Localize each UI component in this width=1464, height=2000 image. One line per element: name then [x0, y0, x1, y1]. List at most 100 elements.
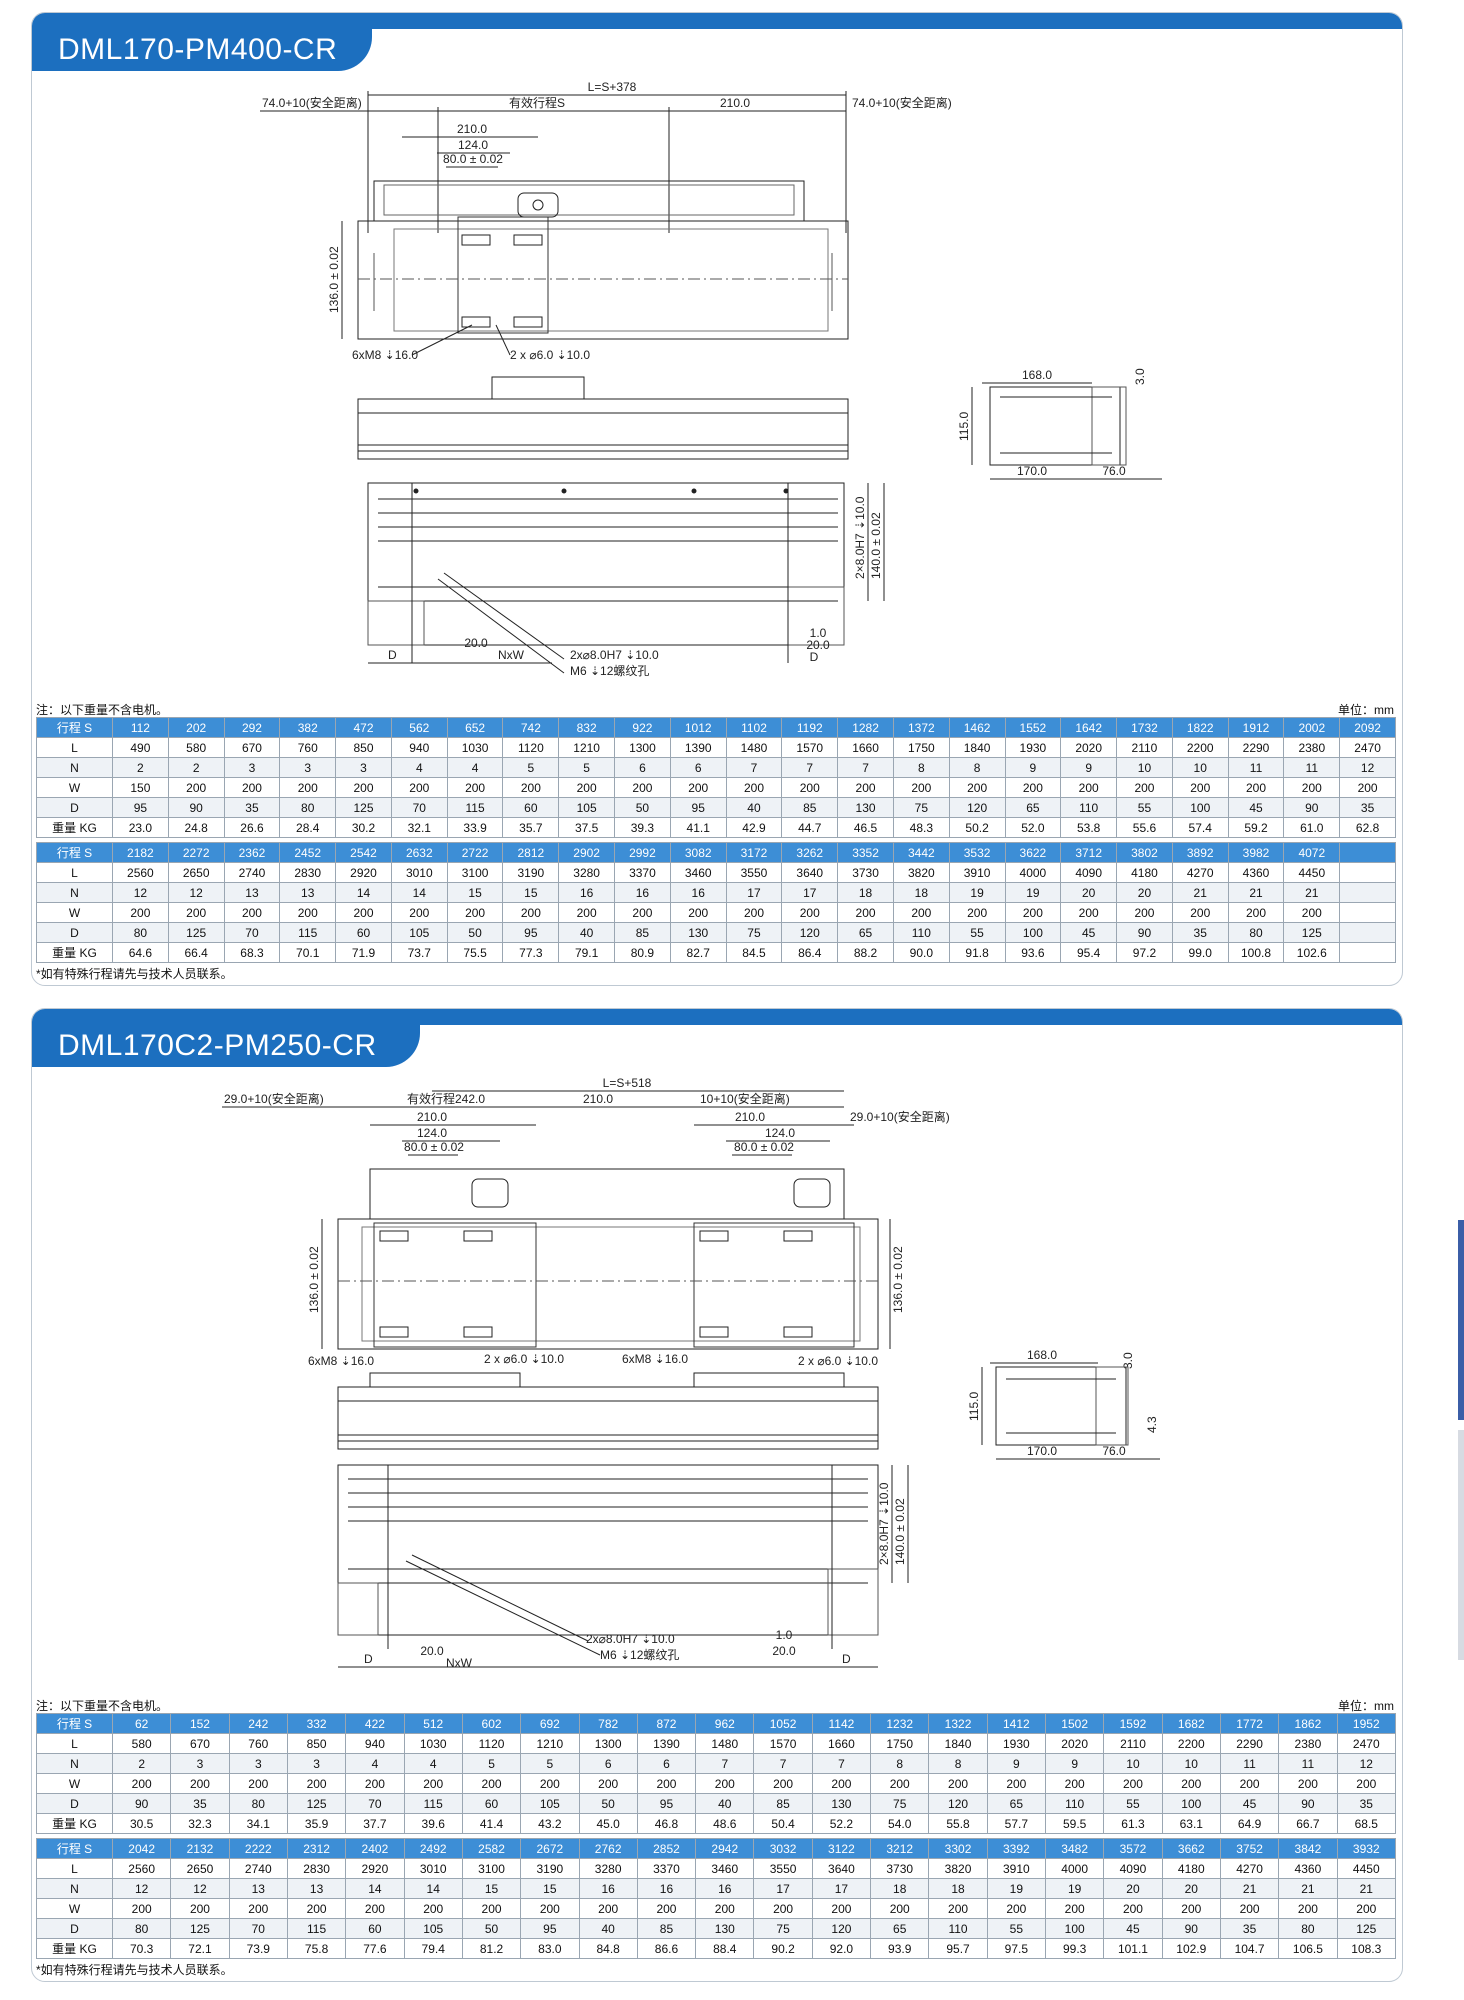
table-cell: 130	[811, 1793, 872, 1814]
dim-136: 136.0 ± 0.02	[327, 246, 341, 313]
table-cell: 105	[520, 1793, 580, 1814]
table-cell: 34.1	[228, 1813, 288, 1834]
table-cell: 130	[695, 1918, 755, 1939]
table-cell: 105	[390, 922, 448, 943]
dim-210: 210.0	[457, 122, 487, 136]
table-cell: 106.5	[1278, 1938, 1338, 1959]
table-cell: 75	[725, 922, 783, 943]
dim-safe-right: 29.0+10(安全距离)	[850, 1109, 950, 1124]
table-cell: 32.3	[170, 1813, 230, 1834]
table-cell: 7	[725, 757, 783, 778]
row-label: 行程 S	[36, 842, 113, 863]
table-cell: 3550	[753, 1858, 813, 1879]
dim-end-3: 3.0	[1121, 1352, 1135, 1369]
table-cell: 6	[614, 757, 671, 778]
table-cell: 4270	[1219, 1858, 1280, 1879]
unit-label: 单位：mm	[1338, 1699, 1394, 1713]
table-cell: 125	[167, 922, 225, 943]
footnote: *如有特殊行程请先与技术人员联系。	[36, 1963, 233, 1977]
table-cell: 2470	[1339, 737, 1396, 758]
table-cell: 35	[223, 797, 281, 818]
table-cell: 75	[870, 1793, 930, 1814]
dim-nxw: NxW	[446, 1656, 473, 1670]
table-cell: 77.3	[502, 942, 560, 963]
table-cell: 200	[669, 902, 727, 923]
table-cell: 35.9	[286, 1813, 347, 1834]
table-cell: 200	[1060, 777, 1118, 798]
table-cell: 2110	[1116, 737, 1173, 758]
table-cell: 1552	[1004, 717, 1062, 738]
table-cell: 850	[286, 1733, 347, 1754]
table-cell: 4	[345, 1753, 405, 1774]
table-cell: 3	[228, 1753, 288, 1774]
table-cell: 13	[228, 1878, 288, 1899]
dim-124-left: 124.0	[417, 1126, 447, 1140]
table-cell: 1480	[725, 737, 783, 758]
table-cell: 1642	[1060, 717, 1118, 738]
row-label: W	[36, 1898, 113, 1919]
table-cell: 32.1	[390, 817, 448, 838]
table-cell: 2452	[279, 842, 337, 863]
table-cell: 3	[170, 1753, 230, 1774]
dim-1: 1.0	[776, 1628, 793, 1642]
side-view	[357, 376, 849, 460]
table-cell: 200	[1336, 1773, 1397, 1794]
table-cell: 70	[345, 1793, 405, 1814]
table-cell: 84.8	[578, 1938, 638, 1959]
callout-m8-left: 6xM8 ⇣16.0	[308, 1354, 374, 1368]
table-cell: 670	[170, 1733, 230, 1754]
table-cell: 1570	[781, 737, 839, 758]
table-cell: 80	[1227, 922, 1285, 943]
top-dimensions: L=S+378 74.0+10(安全距离) 有效行程S 210.0 74.0+1…	[260, 80, 952, 233]
table-cell: 19	[986, 1878, 1047, 1899]
table-cell: 90	[1278, 1793, 1338, 1814]
table-cell: 35	[1219, 1918, 1280, 1939]
table-cell: 3190	[520, 1858, 580, 1879]
table-cell: 2020	[1044, 1733, 1105, 1754]
table-cell: 1192	[781, 717, 839, 738]
table-cell: 64.6	[112, 942, 169, 963]
table-cell: 70	[228, 1918, 288, 1939]
table-cell: 200	[1116, 902, 1173, 923]
table-cell: 21	[1219, 1878, 1280, 1899]
table-cell: 3532	[948, 842, 1006, 863]
table-cell	[1339, 862, 1396, 883]
table-cell: 125	[286, 1793, 347, 1814]
table-cell: 1862	[1278, 1713, 1338, 1734]
side-index-tab[interactable]	[1458, 1220, 1464, 1420]
table-cell: 200	[636, 1898, 697, 1919]
table-cell: 18	[837, 882, 894, 903]
table-cell: 200	[837, 902, 894, 923]
table-cell: 200	[1219, 1773, 1280, 1794]
table-cell: 16	[636, 1878, 697, 1899]
table-cell: 90	[167, 797, 225, 818]
table-cell: 332	[286, 1713, 347, 1734]
table-cell: 200	[695, 1898, 755, 1919]
table-cell: 2632	[390, 842, 448, 863]
table-cell: 200	[636, 1773, 697, 1794]
product-title: DML170C2-PM250-CR	[32, 1025, 420, 1067]
table-cell: 1030	[446, 737, 504, 758]
table-cell: 200	[695, 1773, 755, 1794]
table-cell: 602	[461, 1713, 522, 1734]
table-cell: 3302	[928, 1838, 988, 1859]
side-index-tab-inactive[interactable]	[1458, 1430, 1464, 1660]
table-cell: 2650	[170, 1858, 230, 1879]
table-cell: 200	[870, 1898, 930, 1919]
table-cell: 1142	[811, 1713, 872, 1734]
table-cell: 782	[578, 1713, 638, 1734]
table-cell: 2542	[335, 842, 392, 863]
table-cell: 4000	[1004, 862, 1062, 883]
product-title: DML170-PM400-CR	[32, 29, 372, 71]
table-cell: 3820	[892, 862, 950, 883]
row-label: N	[36, 882, 113, 903]
table-cell: 110	[928, 1918, 988, 1939]
table-cell: 580	[111, 1733, 172, 1754]
callout-pin6-left: 2 x ⌀6.0 ⇣10.0	[484, 1352, 564, 1366]
